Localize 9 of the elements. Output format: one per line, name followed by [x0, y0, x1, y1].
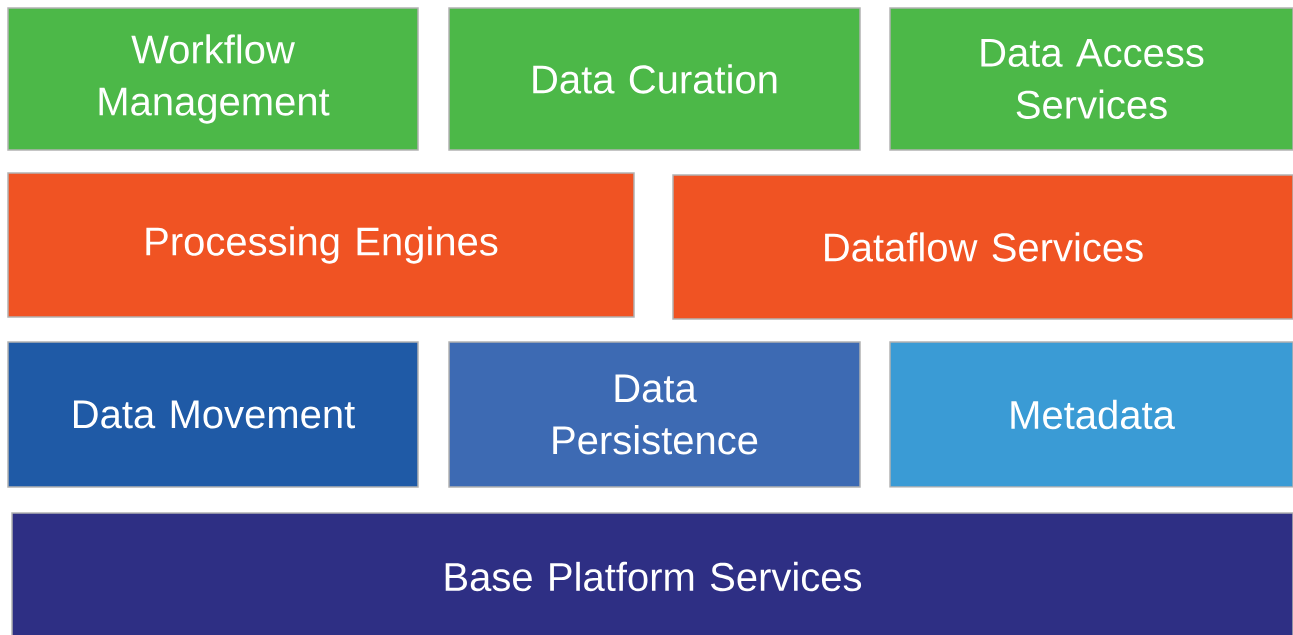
layer-box: Data Persistence: [448, 341, 861, 488]
layer-box: Data Movement: [7, 341, 419, 488]
layer-box: Processing Engines: [7, 172, 635, 318]
layer-box: Data Access Services: [889, 7, 1293, 151]
layer-box: Workflow Management: [7, 7, 419, 151]
layer-box: Data Curation: [448, 7, 861, 151]
layer-box: Dataflow Services: [672, 174, 1293, 320]
layer-box: Metadata: [889, 341, 1293, 488]
layer-box: Base Platform Services: [11, 512, 1293, 635]
